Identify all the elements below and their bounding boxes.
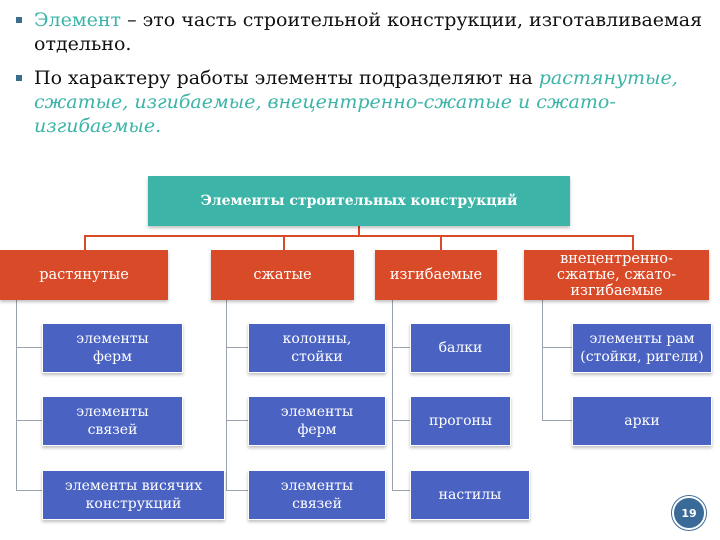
connector-line (16, 347, 42, 348)
leaf-truss-elements: элементы ферм (248, 396, 386, 446)
leaf-bracing-elements: элементы связей (42, 396, 183, 446)
connector-line (392, 347, 410, 348)
leaf-frame-elements: элементы рам (стойки, ригели) (572, 323, 712, 373)
bullet-marker (16, 75, 22, 81)
connector-line (226, 420, 248, 421)
connector-line (84, 235, 86, 250)
connector-line (226, 490, 248, 491)
bullet-item: Элемент – это часть строительной констру… (14, 8, 704, 56)
category-stretched: растянутые (0, 250, 168, 300)
category-bending: изгибаемые (375, 250, 497, 300)
connector-line (226, 347, 248, 348)
connector-line (84, 235, 633, 237)
term-highlight: Элемент (34, 9, 122, 31)
leaf-columns: колонны, стойки (248, 323, 386, 373)
page-number-badge: 19 (672, 496, 706, 530)
bullet-list: Элемент – это часть строительной констру… (14, 8, 704, 148)
connector-line (440, 235, 442, 250)
types-highlight: растянутые, сжатые, изгибаемые, внецентр… (34, 67, 678, 137)
connector-line (16, 490, 42, 491)
leaf-bracing-elements: элементы связей (248, 470, 386, 520)
bullet-text: По характеру работы элементы подразделяю… (34, 67, 539, 89)
leaf-beams: балки (410, 323, 511, 373)
bullet-item: По характеру работы элементы подразделяю… (14, 66, 704, 138)
connector-line (226, 300, 227, 491)
leaf-arches: арки (572, 396, 712, 446)
connector-line (542, 347, 572, 348)
leaf-suspended-elements: элементы висячих конструкций (42, 470, 225, 520)
connector-line (392, 420, 410, 421)
connector-line (392, 300, 393, 491)
connector-line (358, 226, 360, 236)
connector-line (392, 490, 410, 491)
leaf-purlins: прогоны (410, 396, 511, 446)
leaf-decking: настилы (410, 470, 530, 520)
connector-line (542, 300, 543, 421)
bullet-marker (16, 17, 22, 23)
diagram-root: Элементы строительных конструкций (148, 176, 570, 226)
connector-line (632, 235, 634, 250)
leaf-truss-elements: элементы ферм (42, 323, 183, 373)
connector-line (542, 420, 572, 421)
category-eccentric: внецентренно-сжатые, сжато-изгибаемые (524, 250, 709, 300)
connector-line (16, 420, 42, 421)
bullet-text: – это часть строительной конструкции, из… (34, 9, 703, 55)
connector-line (283, 235, 285, 250)
connector-line (16, 300, 17, 491)
category-compressed: сжатые (211, 250, 354, 300)
